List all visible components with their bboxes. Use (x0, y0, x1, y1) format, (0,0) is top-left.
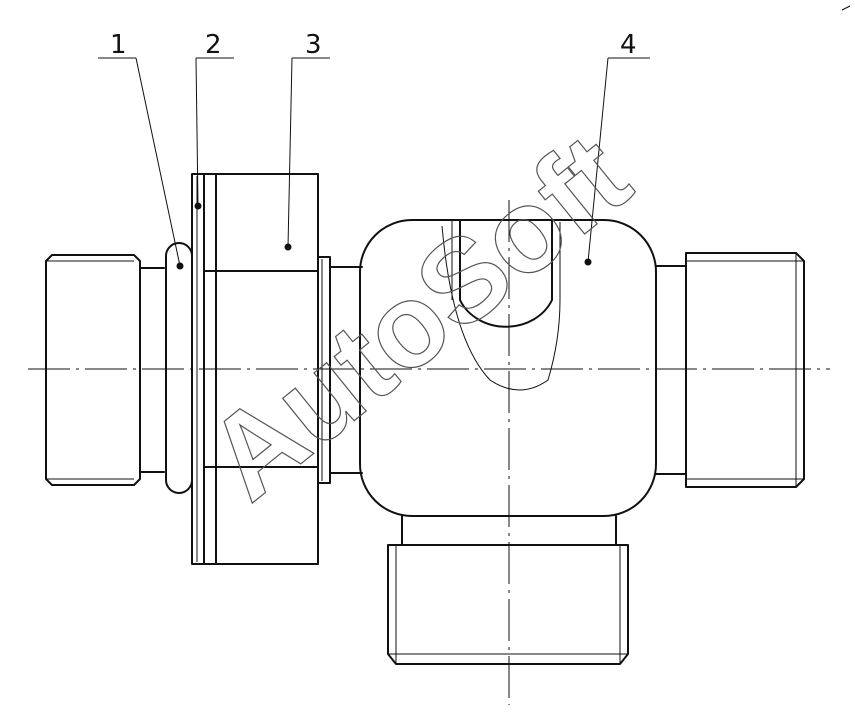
right-threaded-end (655, 252, 805, 488)
callout-label-1: 1 (110, 30, 127, 60)
collar (317, 256, 363, 484)
bottom-threaded-end (387, 515, 629, 665)
watermark: AutoSoft (183, 109, 653, 525)
callout-label-3: 3 (305, 30, 322, 60)
o-ring (165, 242, 193, 494)
callout-label-4: 4 (620, 30, 637, 60)
corner-mark (841, 5, 851, 11)
tee-body (359, 219, 657, 517)
left-threaded-end (45, 254, 165, 486)
callout-label-2: 2 (205, 30, 222, 60)
callout-leaders (98, 57, 650, 270)
